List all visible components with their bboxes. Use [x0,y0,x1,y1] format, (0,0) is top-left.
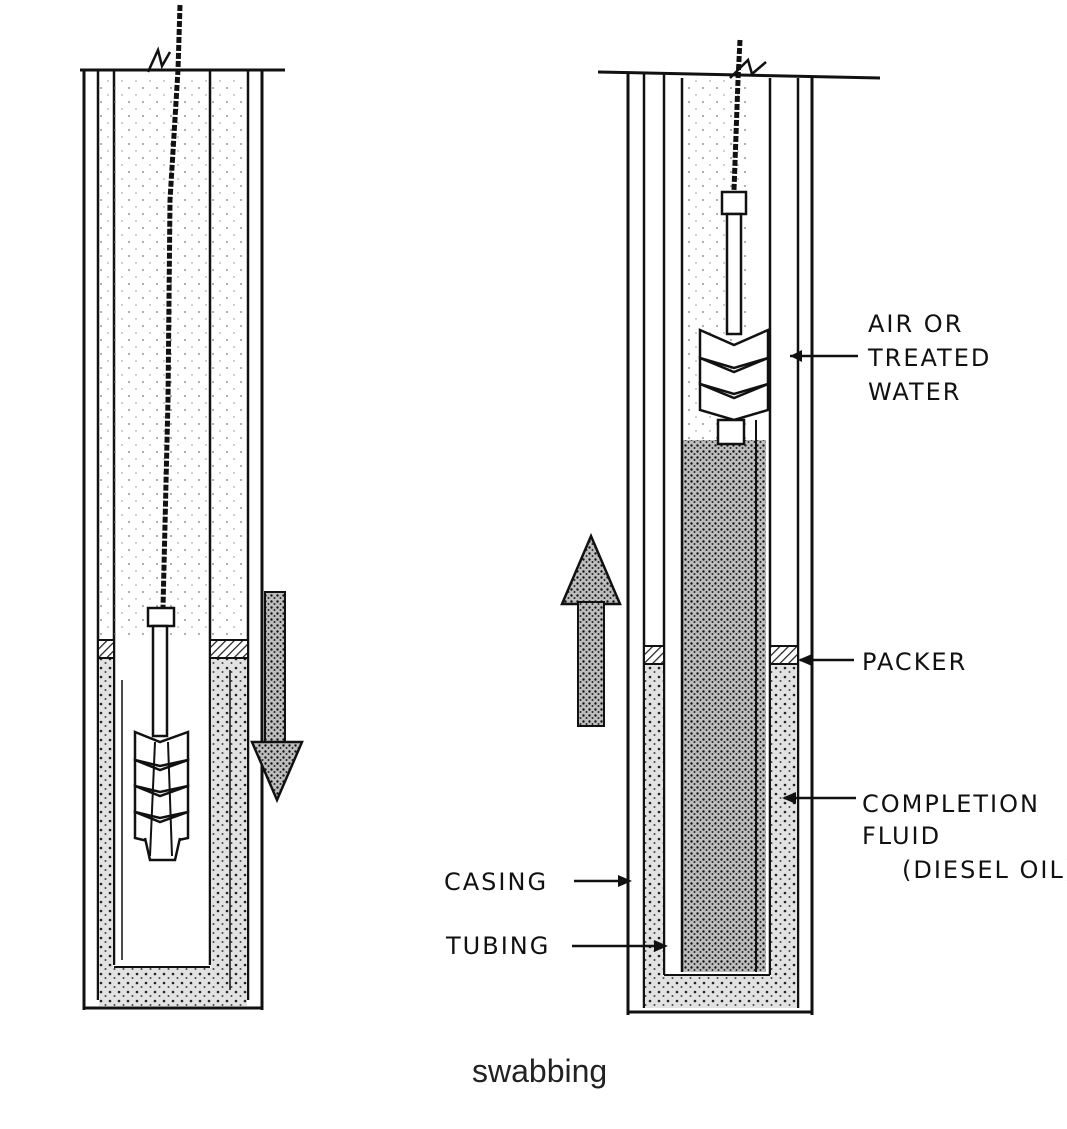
label-fluid: FLUID [862,822,941,850]
right-annulus-fluid-left [645,665,663,1005]
leader-tubing-arrowhead [654,940,668,952]
right-annulus-fluid-right [771,665,797,1005]
right-bottom-fluid [645,976,797,1008]
right-wireline-break [729,57,767,79]
leader-casing-arrowhead [618,875,632,887]
up-arrow-icon [560,532,622,727]
right-wireline [731,39,743,191]
left-rod [151,624,169,738]
right-packer-left [643,645,665,665]
label-packer: PACKER [862,648,967,676]
label-completion: COMPLETION [862,790,1040,818]
label-diesel-oil: (DIESEL OIL) [902,856,1067,884]
left-wireline [160,4,183,609]
leader-completion-arrowhead [782,792,796,804]
left-packer-left [97,639,115,659]
label-tubing: TUBING [445,932,550,960]
left-well [80,4,304,1010]
label-air-or: AIR OR [868,310,963,338]
down-arrow-icon [250,591,304,804]
labels: AIR OR TREATED WATER PACKER COMPLETION F… [444,310,1067,960]
right-sinker-bar [720,190,748,216]
left-bottom-fluid [99,968,247,1006]
caption: swabbing [472,1053,607,1089]
label-casing: CASING [444,868,548,896]
left-swab-cups-icon [133,730,190,862]
left-annulus-fluid-right [211,658,247,1006]
left-annulus-fluid-left [99,658,113,1006]
left-sinker-bar [146,606,176,628]
right-packer-right [769,645,799,665]
leader-packer-arrowhead [798,654,812,666]
right-rod [725,212,743,336]
label-treated: TREATED [867,344,991,372]
left-packer-right [209,639,249,659]
label-water: WATER [868,378,961,406]
right-well [560,39,881,1015]
leader-air-arrowhead [790,350,802,362]
right-swab-cups-icon [698,328,770,446]
left-wireline-break [146,46,172,73]
right-tubing-fluid [682,440,766,972]
